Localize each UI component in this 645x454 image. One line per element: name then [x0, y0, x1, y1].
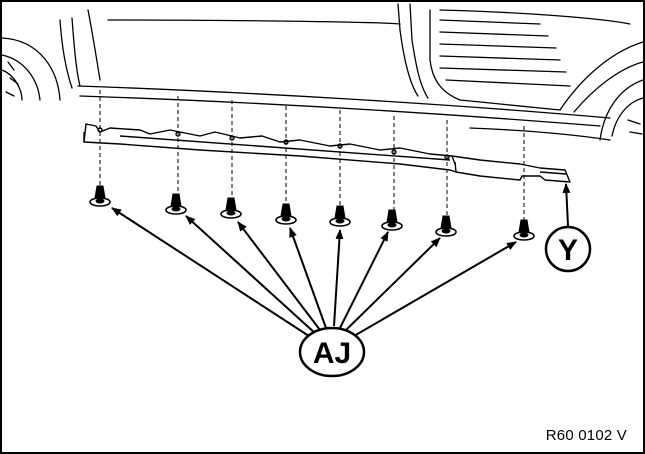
figure-reference-code: R60 0102 V [545, 427, 627, 444]
clip-fastener-set [89, 185, 535, 241]
clip-fastener [220, 197, 242, 219]
clip-fastener [165, 193, 187, 215]
callout-aj: AJ [298, 326, 366, 378]
callout-y-label: Y [558, 234, 578, 267]
car-body-outline [1, 3, 644, 141]
clip-fastener [435, 215, 457, 237]
clip-fastener [513, 219, 535, 241]
clip-fastener [275, 203, 297, 225]
clip-fastener [329, 205, 351, 227]
aj-leader-arrows [111, 207, 517, 339]
alignment-lines [99, 90, 525, 222]
sill-trim-panel [83, 123, 571, 183]
callout-y: Y [544, 225, 592, 273]
clip-fastener [381, 209, 403, 231]
y-leader-arrow [562, 183, 571, 227]
clip-fastener [89, 185, 111, 207]
callout-aj-label: AJ [313, 337, 351, 370]
